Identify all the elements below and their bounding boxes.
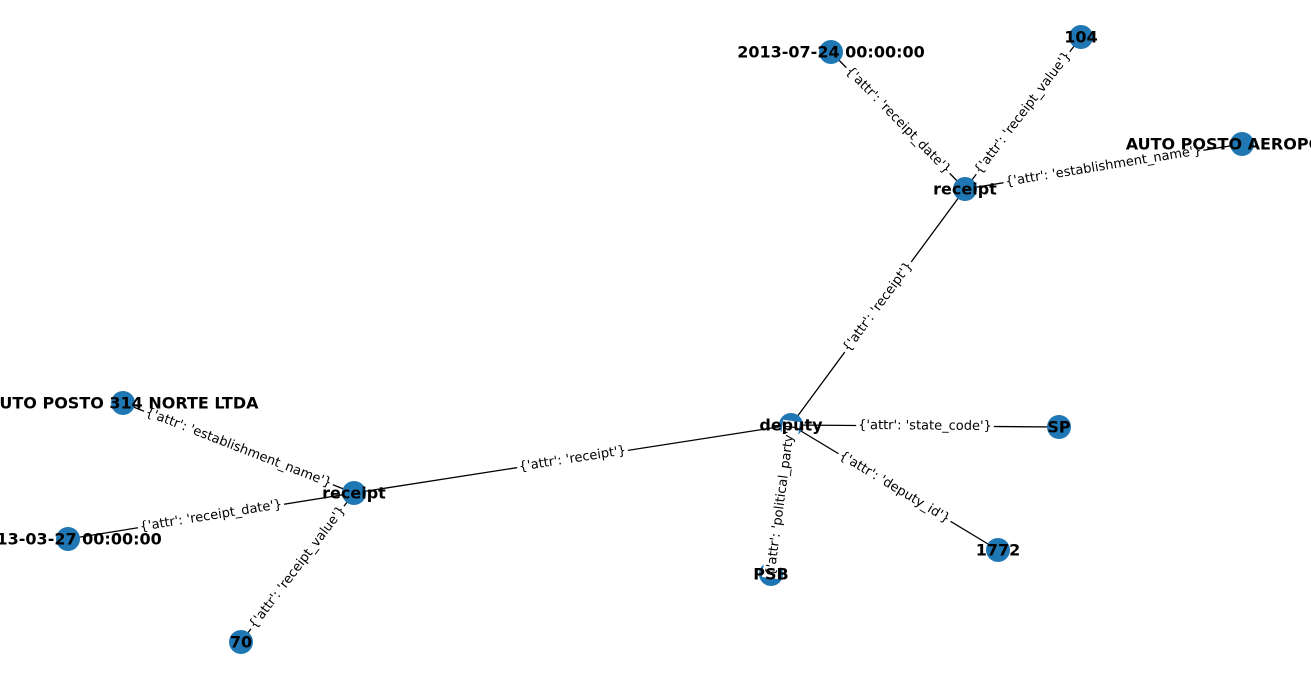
node-date_b xyxy=(56,527,80,551)
edge-label-background xyxy=(515,441,630,477)
edge-label-background xyxy=(1002,141,1205,192)
edge-label-background xyxy=(244,500,351,635)
edge-label: {'attr': 'receipt_value'} xyxy=(972,49,1075,177)
edge-label: {'attr': 'establishment_name'} xyxy=(143,405,333,491)
node-label-sp: SP xyxy=(1047,418,1071,437)
edge-label-background xyxy=(141,403,336,493)
edge-label-group: {'attr': 'receipt_date'} xyxy=(840,61,956,180)
nodes-layer xyxy=(56,25,1254,654)
node-value_a xyxy=(1069,25,1093,49)
edge-label-group: {'attr': 'political_party'} xyxy=(762,419,800,580)
edge-label-background xyxy=(856,416,994,436)
node-label-date_a: 2013-07-24 00:00:00 xyxy=(737,43,925,62)
node-value_b xyxy=(229,630,253,654)
node-label-estab_b: AUTO POSTO 314 NORTE LTDA xyxy=(0,394,259,413)
node-label-value_a: 104 xyxy=(1064,28,1097,47)
edge-label: {'attr': 'receipt'} xyxy=(518,443,627,474)
node-label-receipt_b: receipt xyxy=(322,484,386,503)
node-label-psb: PSB xyxy=(753,565,788,584)
edge-label-background xyxy=(762,419,800,580)
node-label-receipt_a: receipt xyxy=(933,180,997,199)
edge-label-background xyxy=(969,46,1077,180)
edge-label: {'attr': 'state_code'} xyxy=(858,418,992,434)
edges-layer xyxy=(67,36,1243,643)
edge-label-group: {'attr': 'establishment_name'} xyxy=(141,403,336,493)
edge-label-group: {'attr': 'deputy_id'} xyxy=(834,446,955,529)
node-label-deputy: deputy xyxy=(759,416,823,435)
node-label-value_b: 70 xyxy=(230,633,252,652)
edge-label-background xyxy=(837,256,919,358)
node-label-dep_id: 1772 xyxy=(976,541,1021,560)
edge-label-group: {'attr': 'receipt_value'} xyxy=(969,46,1077,180)
edge-label-background xyxy=(840,61,956,180)
node-receipt_a xyxy=(953,177,977,201)
node-dep_id xyxy=(986,538,1010,562)
node-date_a xyxy=(819,40,843,64)
edge-label-group: {'attr': 'receipt_value'} xyxy=(244,500,351,635)
edge-label-group: {'attr': 'state_code'} xyxy=(856,416,994,436)
edge-label: {'attr': 'receipt'} xyxy=(840,259,916,355)
edge-label: {'attr': 'receipt_value'} xyxy=(246,503,349,632)
node-receipt_b xyxy=(342,481,366,505)
node-labels-layer: deputy receipt receipt 2013-07-24 00:00:00 1… xyxy=(0,28,1311,652)
node-estab_a xyxy=(1230,132,1254,156)
edge-label-group: {'attr': 'receipt'} xyxy=(837,256,919,358)
node-label-estab_a: AUTO POSTO AEROPORTO xyxy=(1126,135,1311,154)
edge-labels-layer: {'attr': 'receipt'} {'attr': 'receipt'} {'… xyxy=(136,46,1205,635)
edge-label: {'attr': 'political_party'} xyxy=(763,422,798,577)
node-sp xyxy=(1047,415,1071,439)
edge-label-background xyxy=(136,495,286,537)
edge-label: {'attr': 'receipt_date'} xyxy=(842,64,953,177)
edge-label-background xyxy=(834,446,955,529)
edge-label: {'attr': 'deputy_id'} xyxy=(836,448,952,526)
node-label-date_b: 2013-03-27 00:00:00 xyxy=(0,530,162,549)
node-estab_b xyxy=(111,391,135,415)
edge-label-group: {'attr': 'receipt'} xyxy=(515,441,630,477)
